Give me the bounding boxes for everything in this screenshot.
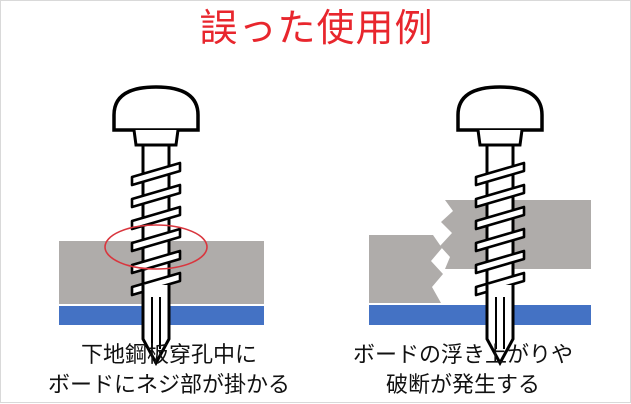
caption-right: ボードの浮き上がりや 破断が発生する <box>313 341 613 401</box>
highlight-ellipse <box>104 224 208 270</box>
caption-right-line1: ボードの浮き上がりや <box>352 343 573 368</box>
gypsum-board-right-broken <box>369 235 443 303</box>
caption-left-line2: ボードにネジ部が掛かる <box>47 373 290 398</box>
diagram-title: 誤った使用例 <box>199 6 434 50</box>
caption-left: 下地鋼板穿孔中に ボードにネジ部が掛かる <box>19 341 319 401</box>
steel-plate-right <box>369 305 591 325</box>
caption-left-line1: 下地鋼板穿孔中に <box>80 343 257 368</box>
caption-right-line2: 破断が発生する <box>385 373 540 398</box>
